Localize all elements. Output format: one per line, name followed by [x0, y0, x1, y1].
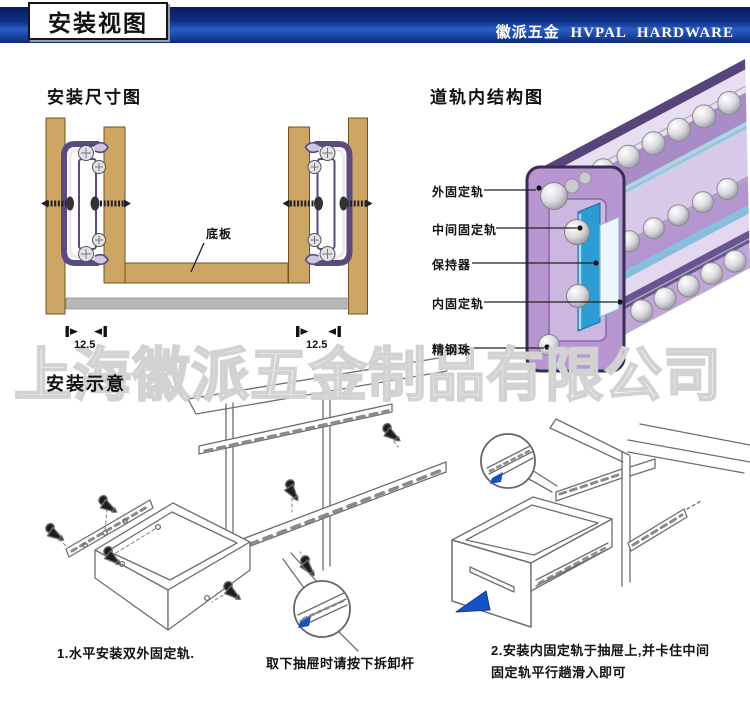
dimension-diagram — [41, 118, 373, 337]
label-inner-rail: 内固定轨 — [432, 297, 485, 311]
page-title-text: 安装视图 — [48, 10, 148, 36]
label-outer-rail: 外固定轨 — [432, 185, 485, 199]
dim-left-value: 12.5 — [74, 339, 96, 351]
bottom-panel-label: 底板 — [206, 227, 233, 241]
dimension-diagram-title: 安装尺寸图 — [47, 88, 142, 107]
structure-diagram-title: 道轨内结构图 — [430, 88, 544, 107]
release-lever-arrow-icon — [298, 616, 311, 628]
install-section-title: 安装示意 — [46, 374, 126, 394]
label-steel-ball: 精钢珠 — [432, 343, 472, 357]
step2-caption-line1: 2.安装内固定轨于抽屉上,并卡住中间 — [491, 643, 710, 658]
page-title: 安装视图 — [28, 2, 168, 40]
install-step1-illustration — [41, 356, 448, 652]
label-middle-rail: 中间固定轨 — [432, 223, 498, 237]
step2-caption-line2: 固定轨平行趟滑入即可 — [491, 665, 627, 680]
dim-right-value: 12.5 — [306, 339, 328, 351]
install-step2-illustration — [451, 418, 750, 628]
lever-note-caption: 取下抽屉时请按下拆卸杆 — [266, 656, 415, 671]
magnifier-step1 — [293, 580, 351, 638]
label-retainer: 保持器 — [432, 258, 472, 272]
slide-in-arrow-icon — [455, 590, 491, 613]
brand-text: 徽派五金 HVPAL HARDWARE — [495, 25, 734, 41]
structure-diagram — [472, 59, 750, 374]
step1-caption: 1.水平安装双外固定轨. — [57, 646, 195, 661]
clip-arrow-icon — [490, 472, 503, 484]
